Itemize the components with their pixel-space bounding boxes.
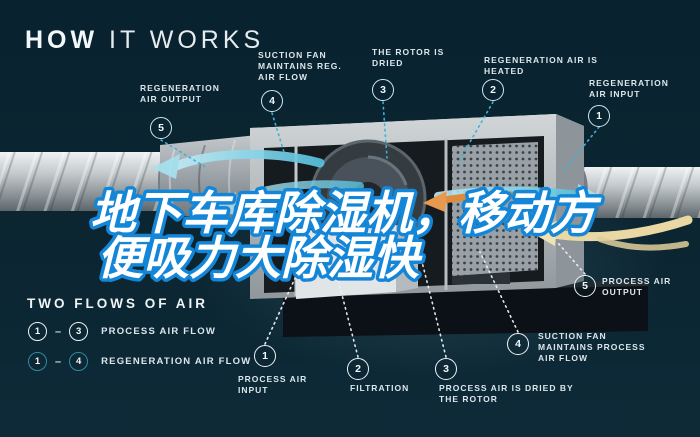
badge-regeneration-4: 4	[261, 90, 283, 112]
heated-air-arrow	[423, 191, 534, 212]
legend-process-label: PROCESS AIR FLOW	[101, 326, 217, 337]
regeneration-connector-lines	[160, 101, 600, 173]
headline-line2: 便吸力大除湿快	[97, 232, 423, 284]
legend-process-to-badge: 3	[69, 322, 89, 341]
legend-row-regeneration: 1 – 4 REGENERATION AIR FLOW	[28, 352, 251, 371]
badge-regeneration-1: 1	[588, 105, 610, 127]
badge-process-1: 1	[254, 345, 276, 367]
warm-air-arrows	[530, 215, 693, 251]
callout-label-process-air-input: PROCESS AIR INPUT	[238, 374, 308, 395]
legend-process-from-badge: 1	[28, 322, 47, 341]
process-connector-lines	[264, 242, 586, 358]
badge-process-3: 3	[435, 358, 457, 380]
badge-process-5: 5	[574, 275, 596, 297]
badge-regeneration-3: 3	[372, 79, 394, 101]
callout-label-suction-fan-reg: SUCTION FAN MAINTAINS REG. AIR FLOW	[258, 50, 342, 82]
callout-label-process-air-output: PROCESS AIR OUTPUT	[602, 276, 672, 297]
page-title-bold: HOW	[25, 26, 99, 54]
legend-regeneration-label: REGENERATION AIR FLOW	[101, 356, 252, 367]
legend-heading: TWO FLOWS OF AIR	[27, 296, 208, 311]
badge-regeneration-2: 2	[482, 79, 504, 101]
process-air-to-duct-arrow	[434, 184, 602, 208]
callout-label-regeneration-air-heated: REGENERATION AIR IS HEATED	[484, 55, 598, 76]
headline-line1: 地下车库除湿机，移动方	[90, 187, 602, 239]
legend-regeneration-from-badge: 1	[28, 352, 47, 371]
process-air-swoosh	[211, 180, 364, 215]
callout-label-suction-fan-process: SUCTION FAN MAINTAINS PROCESS AIR FLOW	[538, 331, 646, 363]
chinese-headline: 地下车库除湿机，移动方 便吸力大除湿快	[87, 184, 606, 288]
callout-label-regeneration-air-input: REGENERATION AIR INPUT	[589, 78, 669, 99]
page-title-light: IT WORKS	[98, 26, 265, 54]
mesh-panel	[452, 142, 538, 276]
legend-process-separator: –	[55, 325, 62, 338]
badge-process-2: 2	[347, 358, 369, 380]
regeneration-air-output-arrow	[152, 149, 325, 179]
callout-label-process-air-dried: PROCESS AIR IS DRIED BY THE ROTOR	[439, 383, 574, 404]
legend-regeneration-separator: –	[55, 355, 62, 368]
page-title: HOW IT WORKS	[25, 26, 264, 55]
callout-label-rotor-is-dried: THE ROTOR IS DRIED	[372, 47, 445, 68]
callout-label-regeneration-air-output: REGENERATION AIR OUTPUT	[140, 83, 220, 104]
callout-label-filtration: FILTRATION	[350, 383, 410, 393]
legend-row-process: 1 – 3 PROCESS AIR FLOW	[28, 322, 216, 341]
left-spiral-duct	[0, 151, 176, 212]
legend-regeneration-to-badge: 4	[69, 352, 89, 371]
badge-process-4: 4	[507, 333, 529, 355]
badge-regeneration-5: 5	[150, 117, 172, 139]
